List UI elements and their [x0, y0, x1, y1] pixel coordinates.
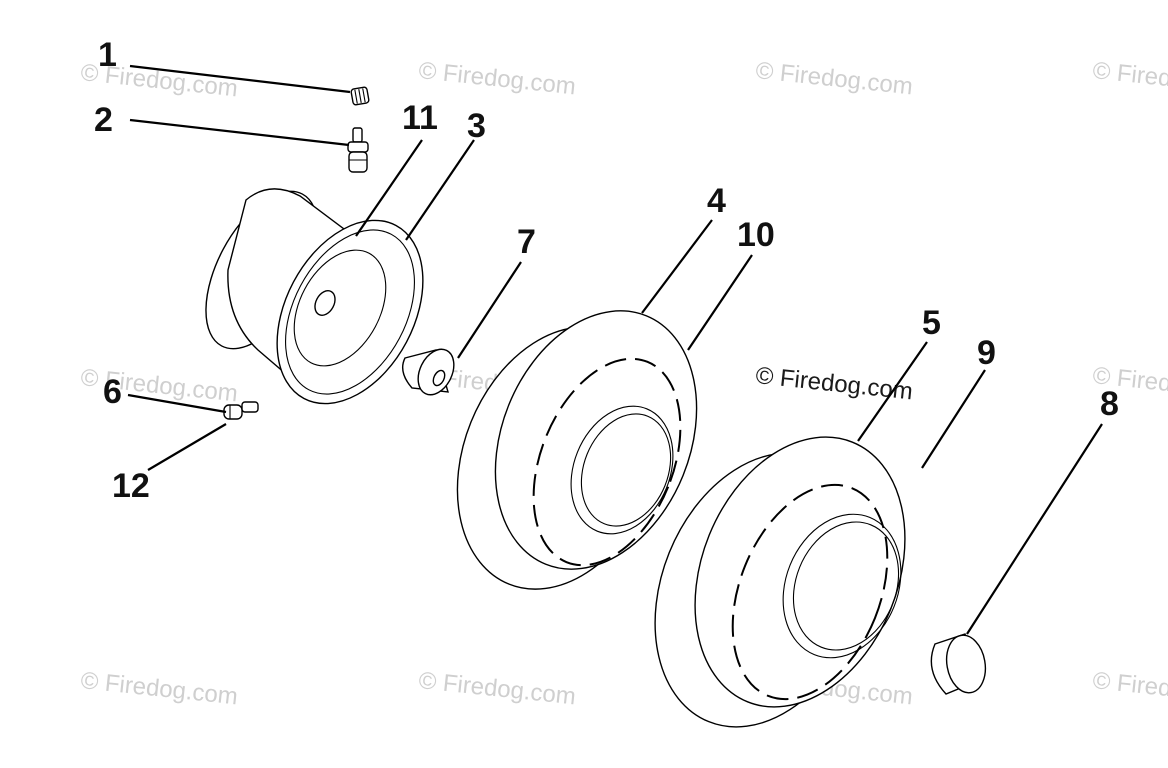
watermark: © Firedog.com	[754, 57, 914, 100]
leader-5	[857, 341, 928, 442]
rear-tire-part	[654, 436, 906, 728]
watermark: © Firedog.com	[1091, 667, 1168, 710]
leader-lines	[127, 64, 1103, 635]
wheel-rim-part	[205, 188, 424, 405]
leader-1	[129, 64, 351, 94]
callout-5: 5	[922, 304, 941, 342]
callout-2: 2	[94, 101, 113, 139]
callout-4: 4	[707, 182, 726, 220]
valve-stem-part	[347, 127, 369, 173]
watermark: © Firedog.com	[417, 57, 577, 100]
leader-6	[127, 393, 227, 414]
leader-2	[129, 118, 350, 147]
callout-10: 10	[737, 216, 775, 254]
leader-8	[966, 423, 1103, 635]
grease-fitting-part	[223, 401, 259, 420]
callout-6: 6	[103, 373, 122, 411]
callout-9: 9	[977, 334, 996, 372]
bushing-part	[402, 348, 455, 396]
watermark: © Firedog.com	[417, 667, 577, 710]
hub-cap-part	[930, 633, 987, 695]
leader-9	[921, 369, 986, 469]
callout-labels: 1 2 11 3 7 4 10 5 9 8 6 12	[94, 36, 1119, 505]
callout-7: 7	[517, 223, 536, 261]
leader-10	[687, 254, 753, 351]
leader-12	[147, 423, 227, 471]
callout-8: 8	[1100, 385, 1119, 423]
leader-11	[355, 139, 423, 237]
watermark-center: © Firedog.com	[754, 362, 914, 405]
callout-12: 12	[112, 467, 150, 505]
watermark: © Firedog.com	[1091, 57, 1168, 100]
watermark: © Firedog.com	[79, 667, 239, 710]
valve-cap-part	[350, 86, 370, 106]
callout-11: 11	[402, 99, 438, 137]
leader-3	[405, 139, 475, 241]
callout-1: 1	[98, 36, 117, 74]
front-tire-part	[456, 310, 698, 590]
callout-3: 3	[467, 107, 486, 145]
leader-4	[641, 219, 713, 314]
leader-7	[457, 261, 522, 359]
